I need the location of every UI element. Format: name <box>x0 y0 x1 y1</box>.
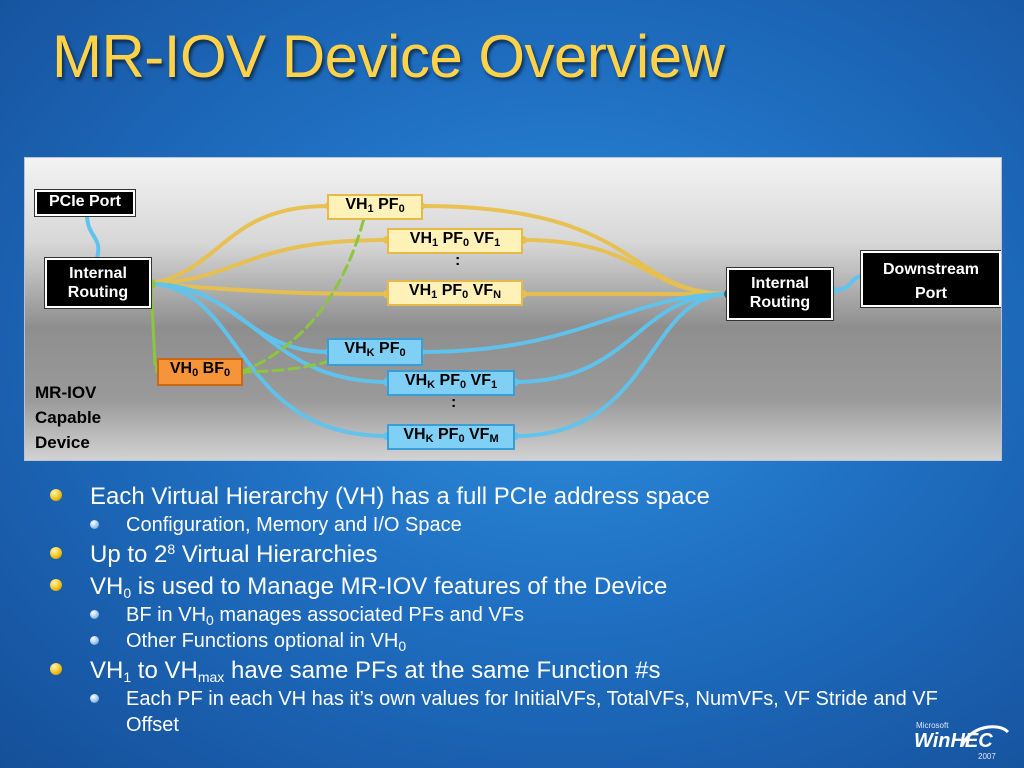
vhk-pf0-box: VHK PF0 <box>327 338 423 366</box>
wire-pcie-to-routing <box>85 212 101 260</box>
bullet-vh0-manage: VH0 is used to Manage MR-IOV features of… <box>46 572 946 602</box>
bullet-list: Each Virtual Hierarchy (VH) has a full P… <box>46 480 946 738</box>
bullet-icon <box>50 579 62 591</box>
downstream-port-line1: Downstream <box>882 261 980 278</box>
device-label: MR-IOV Capable Device <box>35 380 101 455</box>
internal-routing-left-line1: Internal <box>69 265 127 282</box>
sub-bullet-icon <box>90 694 99 703</box>
bullet-icon <box>50 547 62 559</box>
vh1-pf0-vf1-box: VH1 PF0 VF1 <box>387 228 523 254</box>
logo-year-text: 2007 <box>978 752 996 761</box>
sub-bullet-other-functions: Other Functions optional in VH0 <box>46 628 946 654</box>
bullet-vh-address-space: Each Virtual Hierarchy (VH) has a full P… <box>46 482 946 512</box>
bullet-virtual-hierarchies: Up to 28 Virtual Hierarchies <box>46 540 946 570</box>
vhk-pf0-vfm-box: VHK PF0 VFM <box>387 424 515 450</box>
connection-wires <box>85 202 867 440</box>
sub-bullet-icon <box>90 520 99 529</box>
internal-routing-right-box: Internal Routing <box>726 267 834 321</box>
device-label-line1: MR-IOV <box>35 383 97 402</box>
bullet-icon <box>50 489 62 501</box>
sub-bullet-config-space: Configuration, Memory and I/O Space <box>46 512 946 538</box>
device-label-line2: Capable <box>35 408 102 427</box>
device-label-line3: Device <box>35 433 90 452</box>
vh0-bf0-box: VH0 BF0 <box>157 358 243 386</box>
vh1-pf0-box: VH1 PF0 <box>327 194 423 220</box>
vhk-pf0-vf1-box: VHK PF0 VF1 <box>387 370 515 396</box>
logo-microsoft-text: Microsoft <box>916 721 949 730</box>
pcie-port-label: PCIe Port <box>48 193 121 210</box>
pcie-port-box: PCIe Port <box>34 189 136 217</box>
vhk-ellipsis: : <box>451 394 457 411</box>
vh1-pf0-vfn-box: VH1 PF0 VFN <box>387 280 523 306</box>
downstream-port-line2: Port <box>915 285 947 302</box>
internal-routing-right-line2: Routing <box>749 294 811 311</box>
sub-bullet-pf-values: Each PF in each VH has it’s own values f… <box>46 686 946 738</box>
internal-routing-left-line2: Routing <box>67 284 129 301</box>
bullet-icon <box>50 663 62 675</box>
sub-bullet-bf-vh0: BF in VH0 manages associated PFs and VFs <box>46 602 946 628</box>
wire-routing-to-downstream <box>831 274 865 292</box>
sub-bullet-icon <box>90 610 99 619</box>
internal-routing-right-line1: Internal <box>751 275 809 292</box>
logo-winhec-text: WinHEC <box>914 730 993 752</box>
winhec-arc-icon <box>960 725 1010 747</box>
winhec-logo: Microsoft WinHEC 2007 <box>910 720 1010 762</box>
sub-bullet-icon <box>90 636 99 645</box>
vh1-ellipsis: : <box>455 252 461 269</box>
slide-title: MR-IOV Device Overview <box>52 23 725 90</box>
bullet-vh1-vhmax: VH1 to VHmax have same PFs at the same F… <box>46 656 946 686</box>
downstream-port-box: Downstream Port <box>860 250 1001 308</box>
mr-iov-device-diagram: PCIe Port Internal Routing Internal Rout… <box>24 157 1002 461</box>
internal-routing-left-box: Internal Routing <box>44 257 152 309</box>
